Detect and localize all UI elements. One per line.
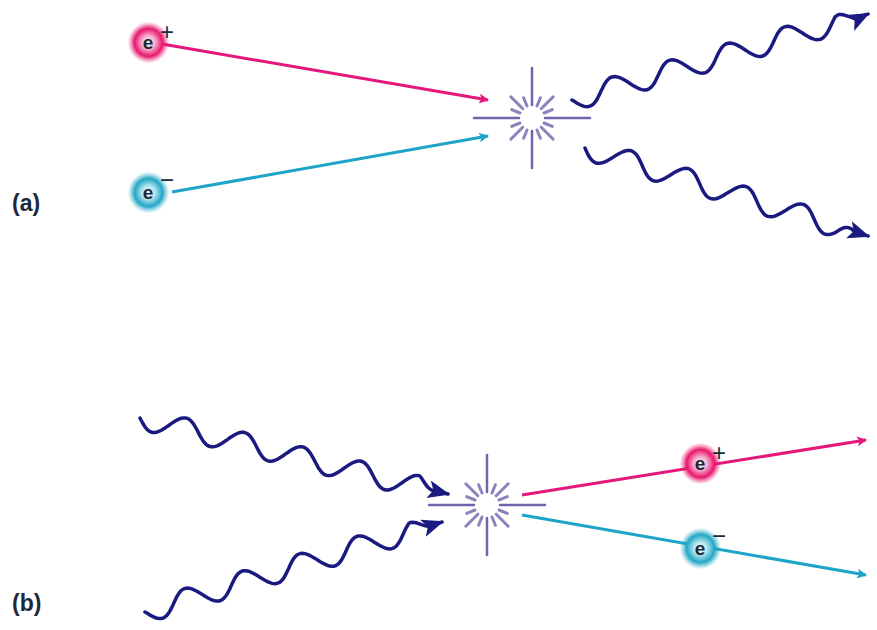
burst-ray	[467, 497, 475, 500]
burst-ray	[531, 68, 534, 105]
charge-sign: −	[712, 524, 726, 548]
photon-wave	[572, 14, 868, 107]
burst-ray	[466, 514, 478, 526]
photon-wave	[145, 522, 442, 619]
burst-ray	[467, 510, 475, 513]
panel-label: (a)	[12, 190, 40, 217]
annihilation-burst	[474, 68, 590, 168]
panel-label: (b)	[12, 590, 41, 617]
charge-sign: +	[712, 441, 726, 465]
particle-circle: e−	[128, 172, 169, 213]
burst-ray	[544, 123, 552, 126]
particle-circle: e+	[128, 22, 169, 63]
burst-ray	[511, 97, 523, 109]
burst-ray	[479, 485, 482, 493]
burst-ray	[537, 98, 540, 106]
pair-production-burst	[429, 455, 545, 555]
burst-ray	[524, 130, 527, 138]
burst-ray	[545, 117, 590, 120]
particle-circle: e+	[680, 443, 721, 484]
burst-ray	[500, 504, 545, 507]
photon-wave	[140, 418, 448, 494]
electron-track	[172, 136, 488, 192]
burst-ray	[541, 97, 553, 109]
burst-ray	[537, 130, 540, 138]
positron-track	[162, 44, 488, 100]
burst-ray	[524, 98, 527, 106]
burst-ray	[512, 123, 520, 126]
particle-circle: e−	[680, 528, 721, 569]
burst-ray	[541, 127, 553, 139]
positron-track	[522, 440, 866, 495]
burst-ray	[486, 455, 489, 492]
charge-sign: −	[160, 168, 174, 192]
burst-ray	[511, 127, 523, 139]
burst-ray	[496, 484, 508, 496]
burst-ray	[496, 514, 508, 526]
burst-ray	[429, 504, 474, 507]
burst-ray	[499, 497, 507, 500]
burst-ray	[466, 484, 478, 496]
burst-ray	[531, 131, 534, 168]
burst-ray	[492, 517, 495, 525]
burst-ray	[544, 110, 552, 113]
photon-wave	[585, 148, 868, 236]
burst-ray	[499, 510, 507, 513]
charge-sign: +	[160, 20, 174, 44]
burst-ray	[512, 110, 520, 113]
burst-ray	[479, 517, 482, 525]
burst-ray	[492, 485, 495, 493]
electron-track	[522, 515, 866, 575]
burst-ray	[486, 518, 489, 555]
burst-ray	[474, 117, 519, 120]
